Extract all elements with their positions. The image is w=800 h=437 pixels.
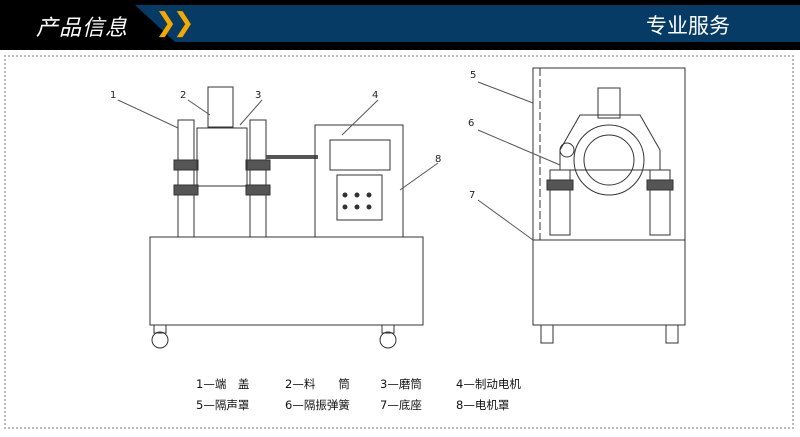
section-title: 产品信息 [36,16,129,41]
header-bar: 产品信息 ❯❯ 专业服务 [0,0,800,50]
callout-7: 7 [469,190,475,201]
callout-1: 1 [110,90,116,101]
motor-cover [314,124,404,238]
callout-6: 6 [468,118,474,129]
legend-item: 8—电机罩 [456,398,510,412]
callout-3: 3 [255,90,261,101]
content-frame [4,55,794,429]
header-blue-band [135,5,800,42]
legend-item: 5—隔声罩 [196,398,250,412]
callout-4: 4 [372,90,378,101]
callout-5: 5 [470,70,476,81]
wheel [379,331,397,349]
double-chevron-icon: ❯❯ [155,8,195,38]
sound-cover [532,67,686,241]
legend-item: 4—制动电机 [456,377,521,391]
legend-item: 7—底座 [380,398,422,412]
legend-item: 2—料 筒 [285,377,350,391]
legend-item: 3—磨筒 [380,377,422,391]
base-right [532,239,686,326]
callout-2: 2 [180,90,186,101]
wheel [151,331,169,349]
service-title[interactable]: 专业服务 [646,14,730,38]
callout-8: 8 [435,154,441,165]
legend-item: 6—隔振弹簧 [285,398,350,412]
legend-item: 1—端 盖 [196,377,250,391]
base-left [149,236,424,326]
